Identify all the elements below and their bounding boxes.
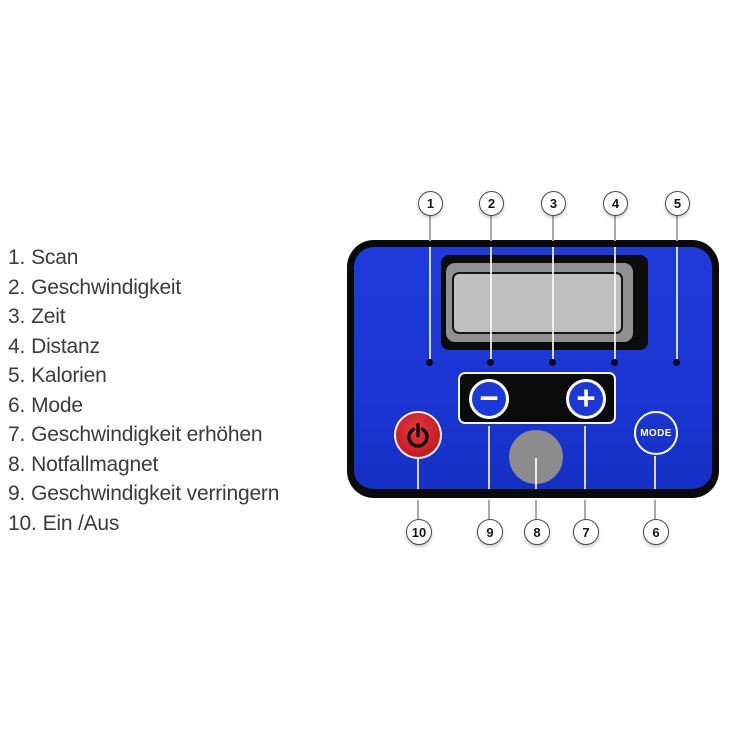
power-icon	[403, 420, 433, 450]
callout-line-2	[490, 214, 492, 241]
led-dot-calories	[673, 359, 680, 366]
legend-item-label: Kalorien	[31, 364, 107, 387]
legend-item: 7.Geschwindigkeit erhöhen	[8, 420, 338, 450]
legend-item-number: 5.	[8, 364, 26, 387]
legend-item-number: 6.	[8, 393, 26, 417]
lcd-screen	[452, 272, 623, 334]
callout-4: 4	[603, 191, 628, 216]
legend-item: 10.Ein /Aus	[8, 509, 338, 539]
legend-item-label: Zeit	[31, 305, 66, 328]
callout-line-7	[584, 500, 586, 519]
callout-line-3	[552, 214, 554, 241]
minus-icon: −	[479, 378, 499, 416]
callout-line-10	[417, 500, 419, 519]
plus-button: +	[566, 379, 606, 419]
callout-line-1	[429, 247, 431, 359]
callout-line-6	[654, 456, 656, 489]
callout-10: 10	[406, 519, 432, 545]
callout-line-10	[417, 458, 419, 489]
legend-item-label: Notfallmagnet	[31, 452, 159, 476]
callout-line-2	[490, 247, 492, 359]
legend-item: 2.Geschwindigkeit	[8, 273, 338, 303]
callout-8: 8	[524, 519, 550, 545]
legend-item-number: 9.	[8, 482, 26, 505]
callout-2: 2	[479, 191, 504, 216]
led-dot-time	[549, 359, 556, 366]
callout-line-4	[614, 247, 616, 359]
callout-3: 3	[541, 191, 566, 216]
legend-item: 6.Mode	[8, 391, 338, 421]
callout-line-7	[584, 426, 586, 489]
legend-item-label: Ein /Aus	[42, 511, 120, 535]
callout-line-4	[614, 214, 616, 241]
power-button	[394, 411, 442, 459]
callout-line-3	[552, 247, 554, 359]
legend-item-number: 2.	[8, 275, 26, 299]
legend-item-number: 10.	[8, 511, 37, 535]
legend-item: 4.Distanz	[8, 332, 338, 362]
treadmill-console-panel: − + MODE	[347, 240, 719, 498]
mode-button-label: MODE	[640, 427, 672, 439]
callout-line-8	[535, 500, 537, 519]
legend-item: 3.Zeit	[8, 302, 338, 332]
callout-line-9	[488, 500, 490, 519]
plus-icon: +	[576, 378, 596, 416]
callout-line-6	[654, 500, 656, 519]
legend-item-number: 8.	[8, 452, 26, 476]
legend-item-label: Distanz	[31, 334, 100, 358]
callout-7: 7	[573, 519, 599, 545]
led-dot-scan	[426, 359, 433, 366]
legend-item-label: Geschwindigkeit verringern	[31, 482, 280, 505]
callout-line-1	[429, 214, 431, 241]
legend-item: 1.Scan	[8, 243, 338, 273]
legend-item: 8.Notfallmagnet	[8, 450, 338, 480]
legend-item-number: 4.	[8, 334, 26, 358]
callout-9: 9	[477, 519, 503, 545]
callout-line-9	[488, 426, 490, 489]
mode-button: MODE	[634, 411, 678, 455]
legend-list: 1.Scan 2.Geschwindigkeit 3.Zeit 4.Distan…	[8, 243, 338, 538]
legend-item-label: Geschwindigkeit	[31, 275, 182, 299]
legend-item-label: Geschwindigkeit erhöhen	[31, 423, 263, 446]
minus-button: −	[469, 379, 509, 419]
callout-line-5	[676, 247, 678, 359]
legend-item-label: Scan	[31, 246, 79, 269]
legend-item-number: 7.	[8, 423, 26, 446]
callout-5: 5	[665, 191, 690, 216]
led-dot-speed	[487, 359, 494, 366]
legend-item: 5.Kalorien	[8, 361, 338, 391]
legend-item-label: Mode	[31, 393, 83, 417]
callout-6: 6	[643, 519, 669, 545]
legend-item-number: 3.	[8, 305, 26, 328]
legend-item: 9.Geschwindigkeit verringern	[8, 479, 338, 509]
led-dot-distance	[611, 359, 618, 366]
legend-item-number: 1.	[8, 246, 26, 269]
callout-line-5	[676, 214, 678, 241]
callout-1: 1	[418, 191, 443, 216]
callout-line-8	[535, 458, 537, 489]
